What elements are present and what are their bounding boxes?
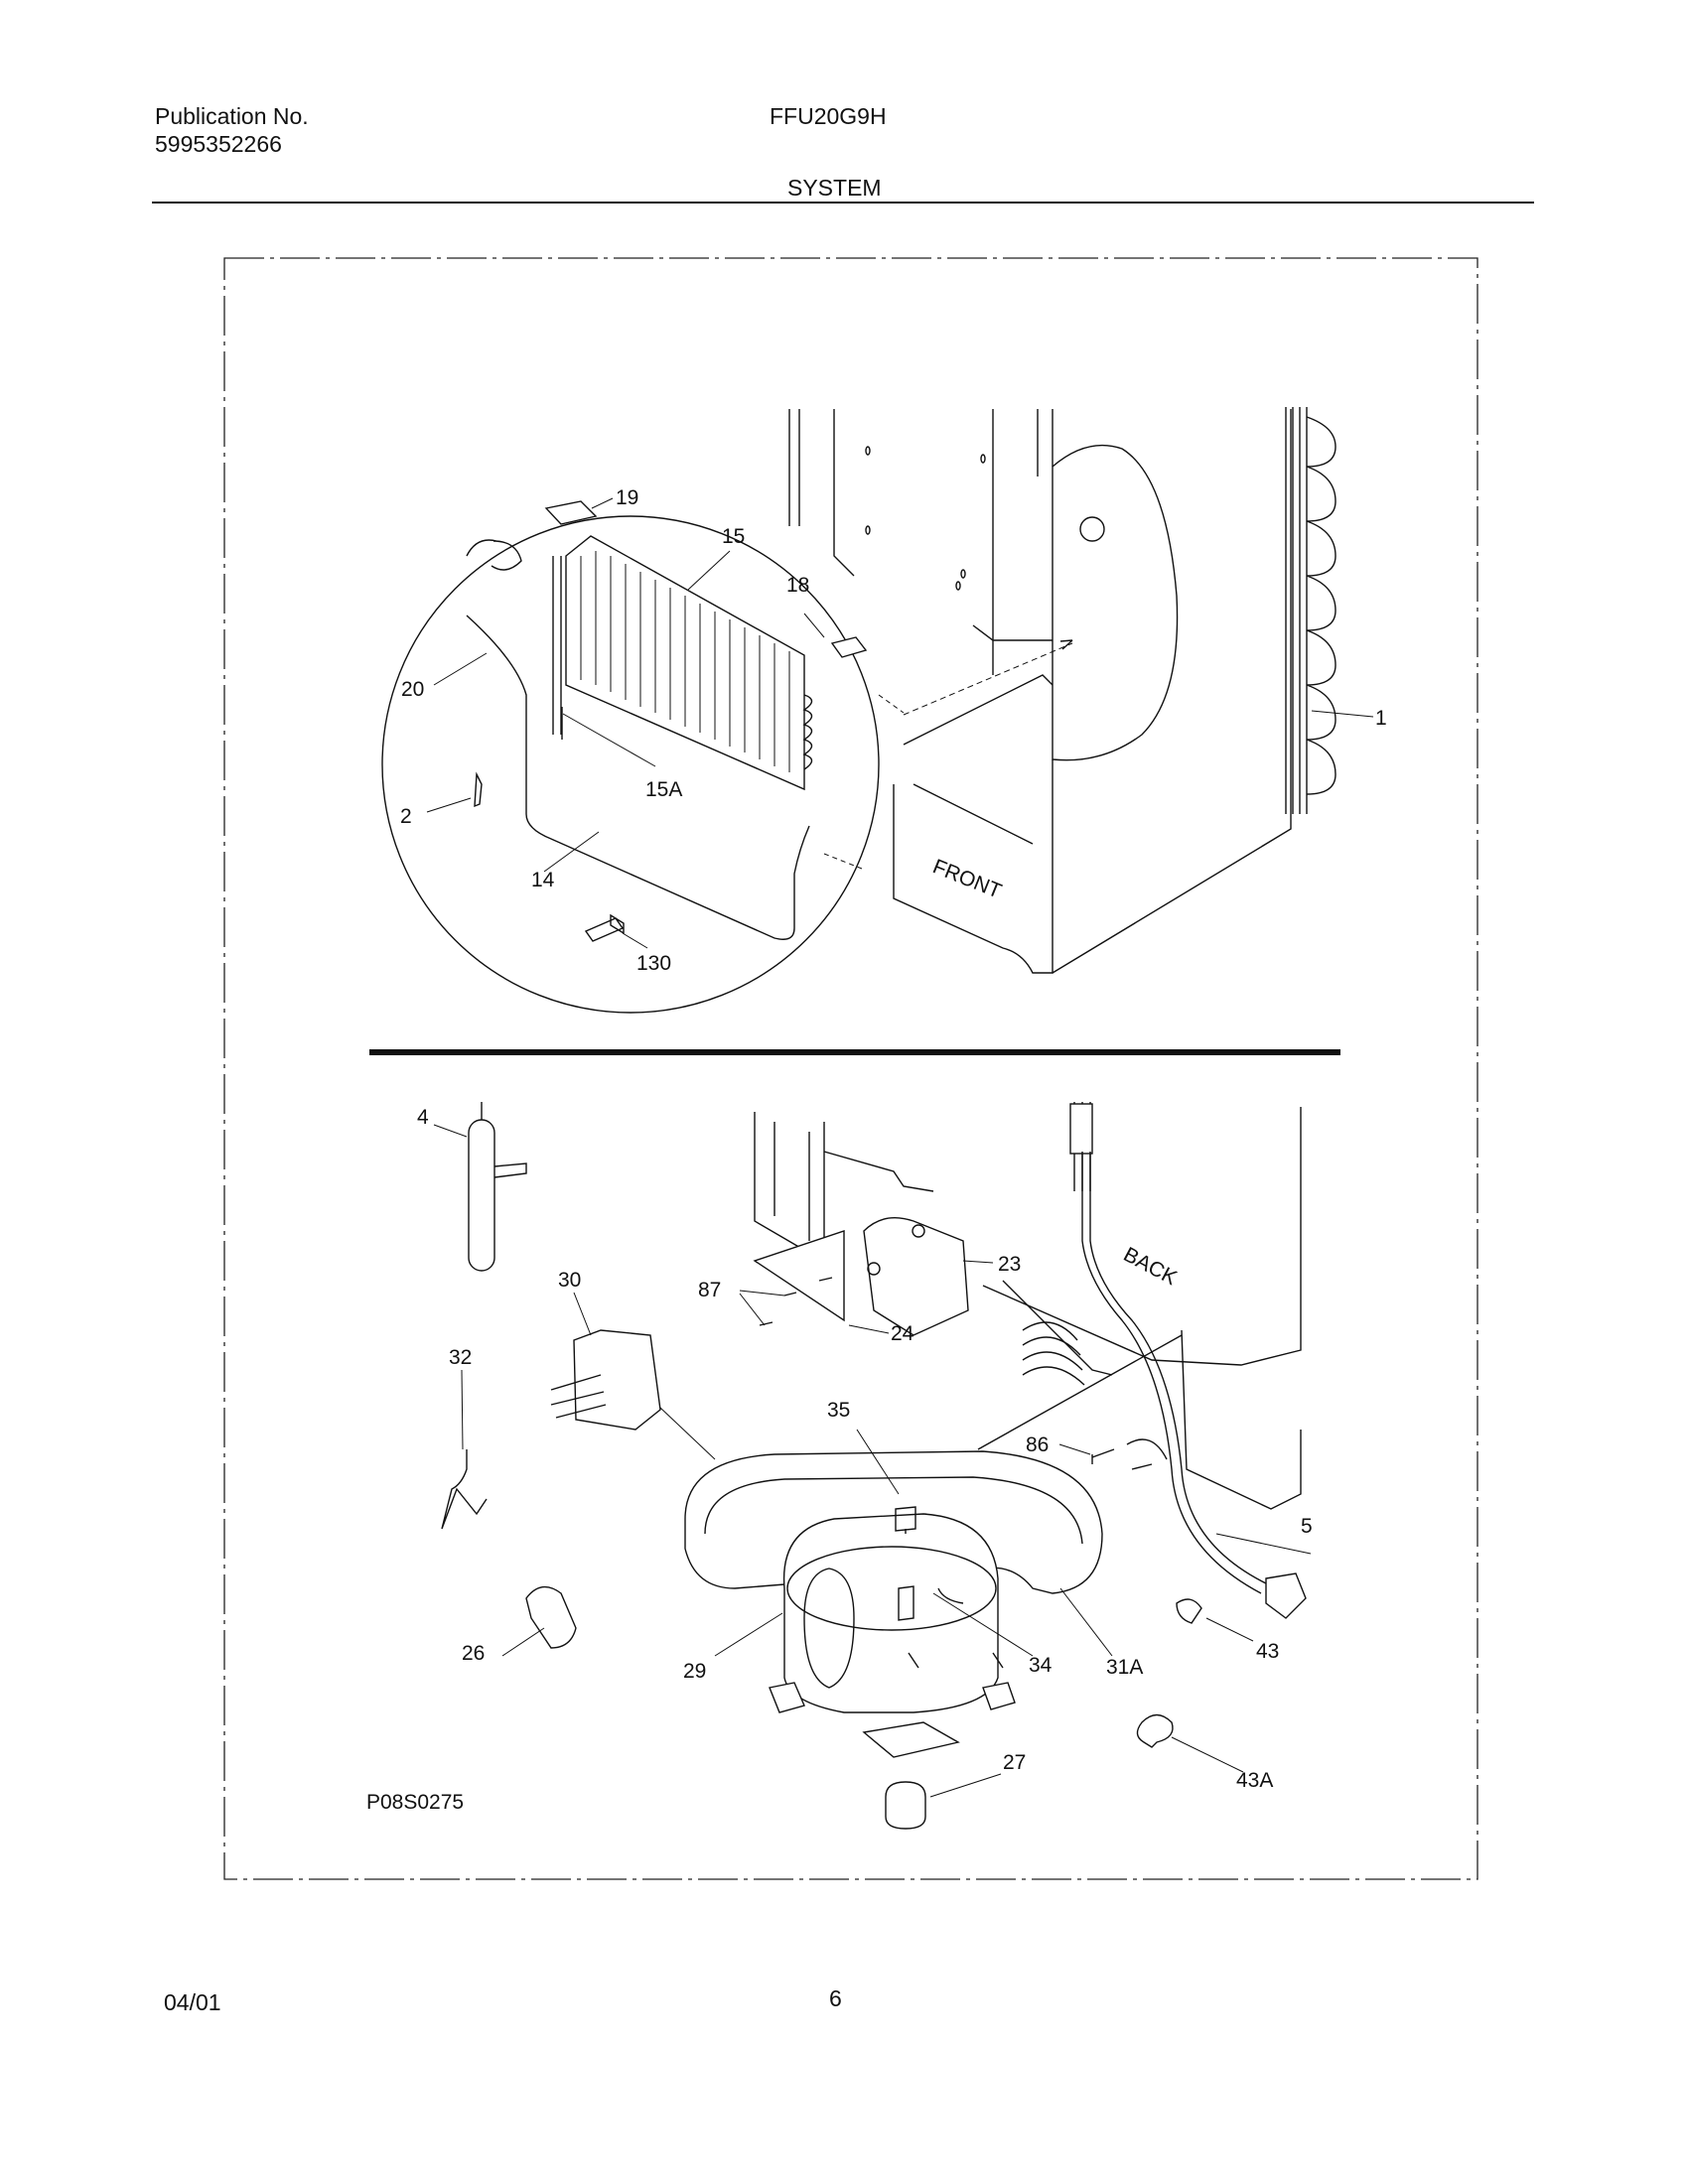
callout-43a: 43A xyxy=(1236,1769,1273,1792)
callout-86: 86 xyxy=(1026,1433,1049,1456)
callout-23: 23 xyxy=(998,1253,1021,1276)
callout-14: 14 xyxy=(531,869,555,891)
part-23-24-drawing xyxy=(753,1217,969,1336)
callout-15: 15 xyxy=(722,525,745,548)
callout-5: 5 xyxy=(1301,1515,1313,1538)
callout-27: 27 xyxy=(1003,1751,1026,1774)
part-18-drawing xyxy=(830,636,868,658)
part-19-drawing xyxy=(544,500,598,525)
evaporator-drawing xyxy=(552,535,813,791)
part-130-drawing xyxy=(584,913,625,942)
diagram-frame xyxy=(223,257,1478,1880)
part-86-drawing xyxy=(1091,1448,1115,1464)
part-30-relay-drawing xyxy=(550,1329,661,1431)
header-rule xyxy=(152,202,1534,204)
section-title: SYSTEM xyxy=(787,175,882,201)
callout-24: 24 xyxy=(891,1322,914,1345)
publication-label: Publication No. xyxy=(155,103,309,129)
callout-18: 18 xyxy=(786,574,809,597)
part-43-drawing xyxy=(1176,1598,1202,1624)
callout-29: 29 xyxy=(683,1660,706,1683)
callout-19: 19 xyxy=(616,486,638,509)
callout-1: 1 xyxy=(1375,707,1387,730)
part-5-power-cord-drawing xyxy=(1022,1102,1307,1619)
back-label: BACK xyxy=(1120,1243,1181,1290)
callout-43: 43 xyxy=(1256,1640,1279,1663)
front-label: FRONT xyxy=(929,855,1005,902)
callout-2: 2 xyxy=(400,805,412,828)
part-32-drawing xyxy=(441,1449,488,1530)
callout-35: 35 xyxy=(827,1399,850,1422)
callout-15a: 15A xyxy=(645,778,682,801)
model-number: FFU20G9H xyxy=(770,103,887,129)
callout-4: 4 xyxy=(417,1106,429,1129)
freezer-cabinet-drawing xyxy=(788,407,1336,974)
figure-code: P08S0275 xyxy=(366,1791,464,1814)
page-number: 6 xyxy=(829,1985,842,2011)
callout-30: 30 xyxy=(558,1269,581,1292)
part-26-drawing xyxy=(525,1585,577,1649)
callout-87: 87 xyxy=(698,1279,721,1301)
part-2-drawing xyxy=(474,771,483,808)
compressor-assembly-drawing xyxy=(684,1450,1103,1830)
callout-31a: 31A xyxy=(1106,1656,1143,1679)
part-87-drawing xyxy=(759,1277,833,1326)
part-14-drawing xyxy=(466,614,810,940)
callout-20: 20 xyxy=(401,678,424,701)
part-4-drier-drawing xyxy=(468,1102,527,1272)
part-20-drawing xyxy=(466,539,522,571)
callout-26: 26 xyxy=(462,1642,485,1665)
callout-32: 32 xyxy=(449,1346,472,1369)
callout-130: 130 xyxy=(636,952,671,975)
part-43a-drawing xyxy=(1136,1713,1174,1748)
publication-number: 5995352266 xyxy=(155,131,282,157)
callout-34: 34 xyxy=(1029,1654,1053,1677)
footer-date: 04/01 xyxy=(164,1989,221,2015)
